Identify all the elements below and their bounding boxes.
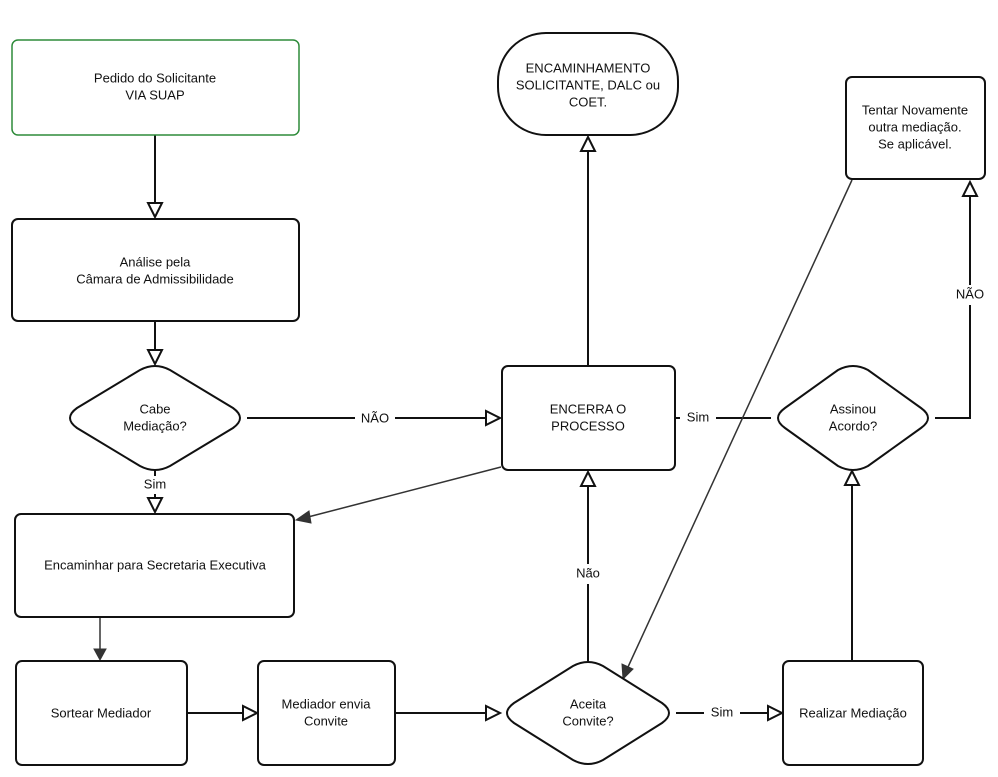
arrow-head: [579, 469, 597, 487]
edge-assinou-tentar: [935, 196, 971, 419]
edge-label-assinou-nao: NÃO: [956, 286, 984, 301]
node-sortear: Sortear Mediador: [15, 660, 188, 766]
node-pedido: Pedido do Solicitante VIA SUAP: [11, 39, 300, 136]
node-realizar: Realizar Mediação: [782, 660, 924, 766]
node-encaminhamento-line-3: COET.: [569, 94, 607, 109]
node-encerra-line-1: ENCERRA O: [550, 401, 627, 416]
node-analise: Análise pela Câmara de Admissibilidade: [11, 218, 300, 322]
edge-encerra-secretaria: [307, 466, 502, 518]
node-cabe-line-1: Cabe: [139, 401, 170, 416]
arrow-head: [961, 179, 979, 197]
node-secretaria-line-1: Encaminhar para Secretaria Executiva: [44, 557, 267, 572]
node-tentar-line-1: Tentar Novamente: [862, 102, 968, 117]
edge-label-aceita-nao: Não: [576, 565, 600, 580]
node-tentar-line-3: Se aplicável.: [878, 136, 952, 151]
node-encerra-line-2: PROCESSO: [551, 418, 625, 433]
edge-label-cabe-nao: NÃO: [361, 410, 389, 425]
node-mediador: Mediador envia Convite: [257, 660, 396, 766]
node-cabe: Cabe Mediação?: [69, 365, 241, 471]
edge-tentar-aceita: [627, 179, 853, 668]
node-analise-line-2: Câmara de Admissibilidade: [76, 271, 234, 286]
node-secretaria: Encaminhar para Secretaria Executiva: [14, 513, 295, 618]
node-encaminhamento: ENCAMINHAMENTO SOLICITANTE, DALC ou COET…: [497, 32, 679, 136]
node-aceita: Aceita Convite?: [506, 661, 670, 765]
node-sortear-line-1: Sortear Mediador: [51, 705, 152, 720]
node-tentar: Tentar Novamente outra mediação. Se apli…: [845, 76, 986, 180]
node-mediador-line-2: Convite: [304, 713, 348, 728]
arrow-head: [579, 134, 597, 152]
node-aceita-line-1: Aceita: [570, 696, 607, 711]
arrow-head: [146, 497, 164, 515]
arrow-head: [621, 663, 634, 681]
node-realizar-line-1: Realizar Mediação: [799, 705, 907, 720]
edge-label-cabe-sim: Sim: [144, 476, 166, 491]
arrow-head: [294, 510, 312, 524]
arrow-head: [843, 468, 861, 486]
arrow-head: [485, 409, 503, 427]
node-pedido-line-2: VIA SUAP: [125, 87, 184, 102]
arrow-head: [242, 704, 260, 722]
node-encaminhamento-line-1: ENCAMINHAMENTO: [526, 60, 651, 75]
arrow-head: [146, 349, 164, 367]
node-tentar-line-2: outra mediação.: [868, 119, 961, 134]
node-encerra: ENCERRA O PROCESSO: [501, 365, 676, 471]
node-cabe-line-2: Mediação?: [123, 418, 187, 433]
edge-label-encerra-sim: Sim: [687, 409, 709, 424]
node-pedido-line-1: Pedido do Solicitante: [94, 70, 216, 85]
node-assinou-line-2: Acordo?: [829, 418, 877, 433]
node-aceita-line-2: Convite?: [562, 713, 613, 728]
edge-label-aceita-sim: Sim: [711, 704, 733, 719]
arrow-head: [93, 648, 107, 662]
node-analise-line-1: Análise pela: [120, 254, 192, 269]
node-mediador-line-1: Mediador envia: [282, 696, 372, 711]
node-assinou-line-1: Assinou: [830, 401, 876, 416]
node-encaminhamento-line-2: SOLICITANTE, DALC ou: [516, 77, 660, 92]
arrow-head: [485, 704, 503, 722]
arrow-head: [146, 202, 164, 220]
arrow-head: [767, 704, 785, 722]
node-assinou: Assinou Acordo?: [777, 365, 929, 471]
